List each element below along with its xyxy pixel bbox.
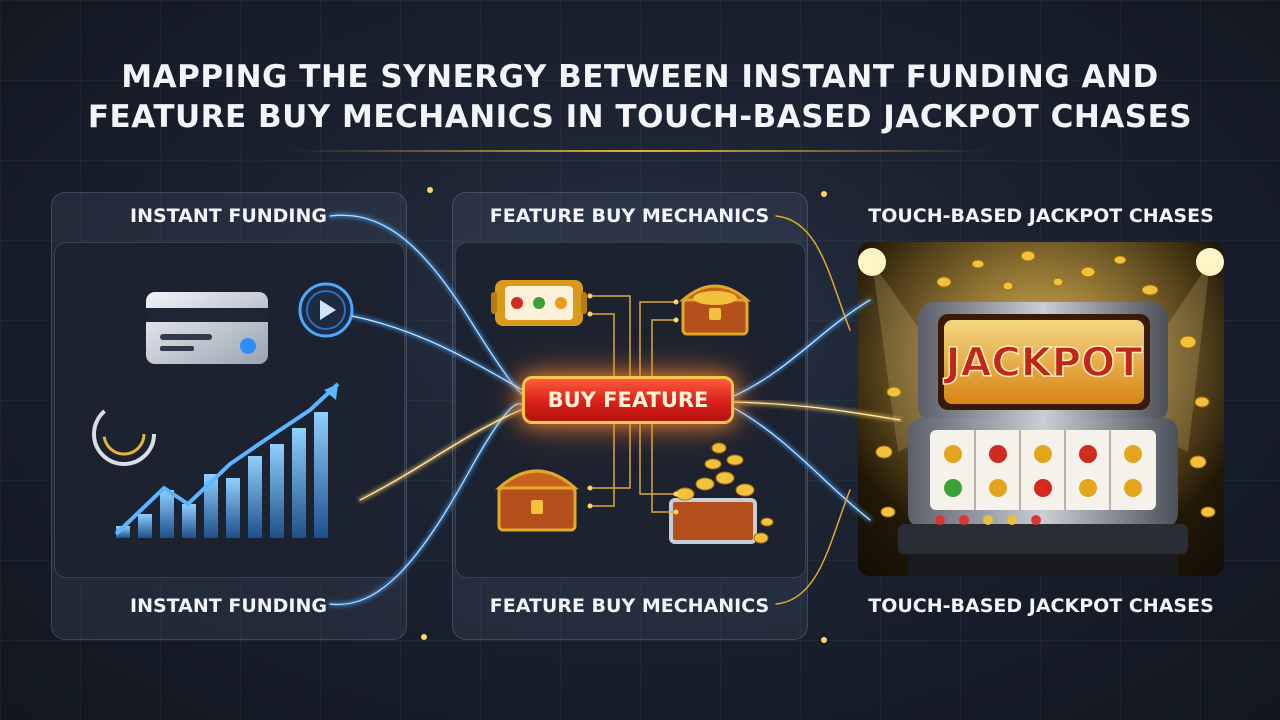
credit-card-icon <box>146 292 268 364</box>
play-button-icon[interactable] <box>298 282 354 338</box>
feature-buy-scene <box>491 280 774 544</box>
page-title-line-1: MAPPING THE SYNERGY BETWEEN INSTANT FUND… <box>121 59 1159 95</box>
treasure-chest-icon <box>679 284 751 336</box>
jackpot-top-label: TOUCH-BASED JACKPOT CHASES <box>868 205 1214 227</box>
buy-feature-button[interactable]: BUY FEATURE <box>522 376 734 424</box>
slot-machine-icon: JACKPOT <box>898 302 1188 576</box>
instant-funding-bottom-label: INSTANT FUNDING <box>130 595 327 617</box>
jackpot-marquee: JACKPOT <box>943 340 1144 386</box>
jackpot-panel: JACKPOT <box>858 242 1224 576</box>
slot-reel-icon <box>491 280 587 326</box>
instant-funding-top-label: INSTANT FUNDING <box>130 205 327 227</box>
feature-buy-bottom-label: FEATURE BUY MECHANICS <box>489 595 770 617</box>
feature-buy-top-label: FEATURE BUY MECHANICS <box>489 205 770 227</box>
jackpot-scene: JACKPOT <box>858 242 1224 576</box>
page-title-line-2: FEATURE BUY MECHANICS IN TOUCH-BASED JAC… <box>87 99 1193 135</box>
jackpot-bottom-label: TOUCH-BASED JACKPOT CHASES <box>868 595 1214 617</box>
gold-coin-shower <box>875 250 1216 518</box>
loading-ring-icon <box>92 402 156 466</box>
growth-chart-icon <box>114 382 340 538</box>
treasure-chest-icon <box>495 469 579 532</box>
title-divider <box>290 150 990 152</box>
instant-funding-scene <box>92 282 354 538</box>
gold-coins-chest-icon <box>669 442 774 544</box>
